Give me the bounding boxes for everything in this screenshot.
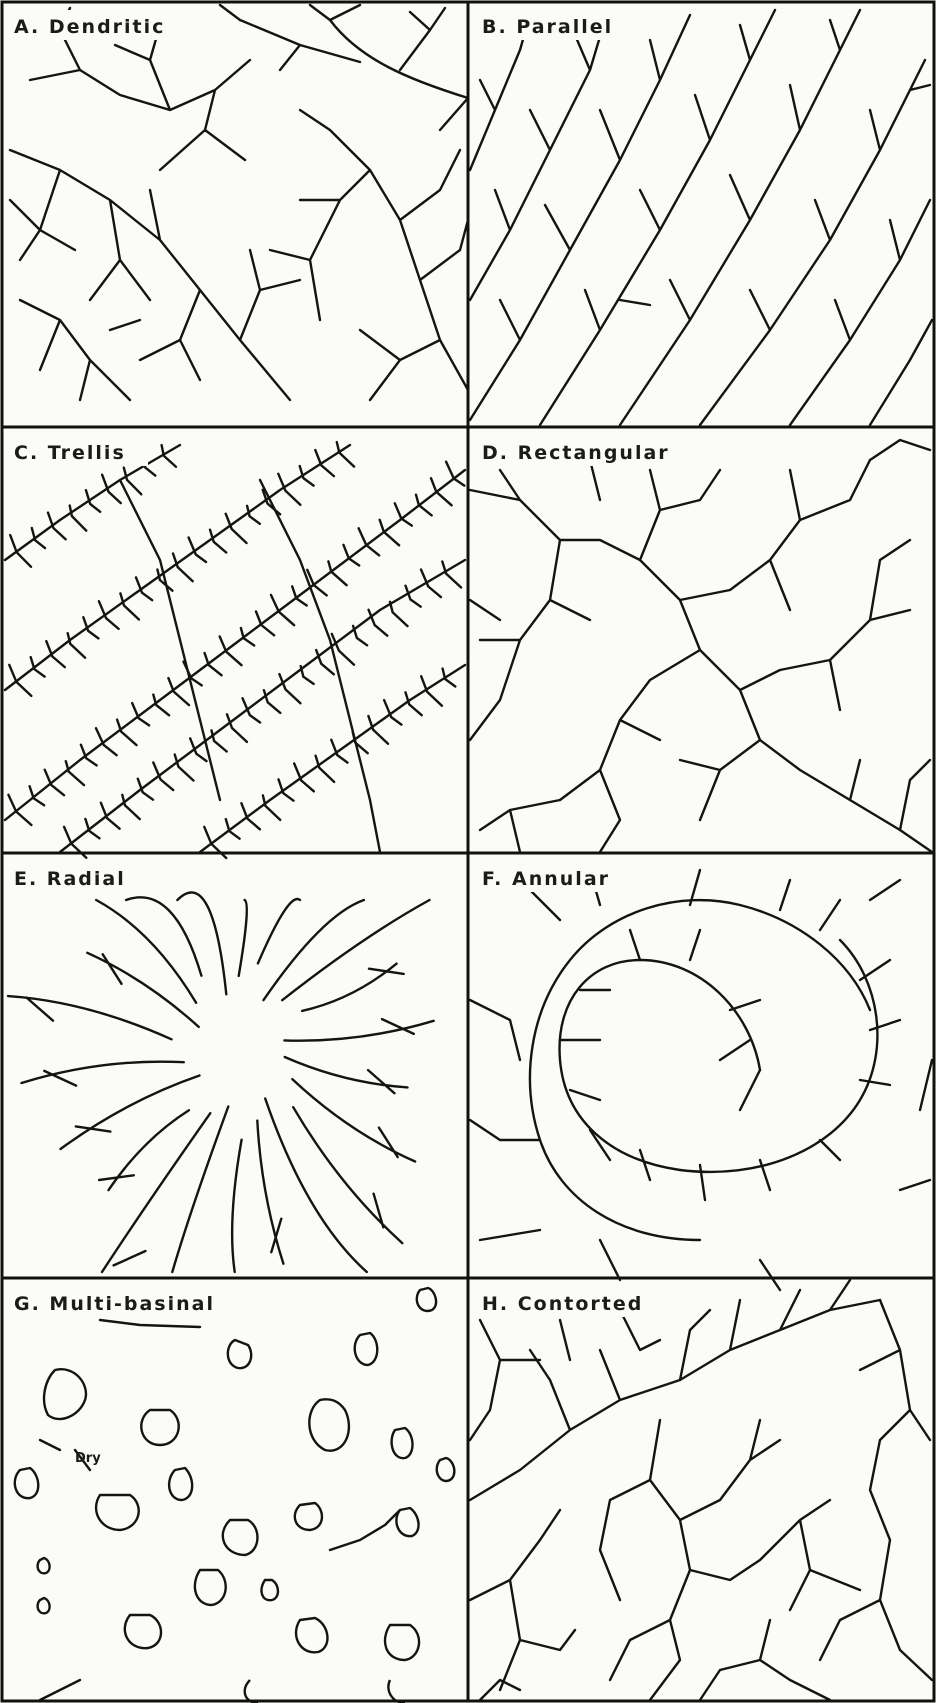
panel-trellis	[5, 442, 465, 858]
panel-label-rectangular: D. Rectangular	[482, 442, 670, 464]
panel-rectangular	[470, 440, 932, 852]
panel-radial	[8, 892, 434, 1272]
panel-parallel	[470, 10, 932, 425]
panel-dendritic	[10, 5, 468, 400]
panel-label-trellis: C. Trellis	[14, 442, 126, 464]
panel-label-multi-basinal: G. Multi-basinal	[14, 1293, 215, 1315]
dry-note: Dry	[75, 1451, 101, 1466]
panel-annular	[470, 870, 932, 1290]
panel-multi-basinal: Dry	[15, 1288, 455, 1703]
panel-contorted	[470, 1280, 932, 1700]
panel-label-radial: E. Radial	[14, 868, 126, 890]
panel-label-contorted: H. Contorted	[482, 1293, 643, 1315]
panel-label-annular: F. Annular	[482, 868, 610, 890]
panel-label-parallel: B. Parallel	[482, 16, 613, 38]
panel-label-dendritic: A. Dendritic	[14, 16, 165, 38]
